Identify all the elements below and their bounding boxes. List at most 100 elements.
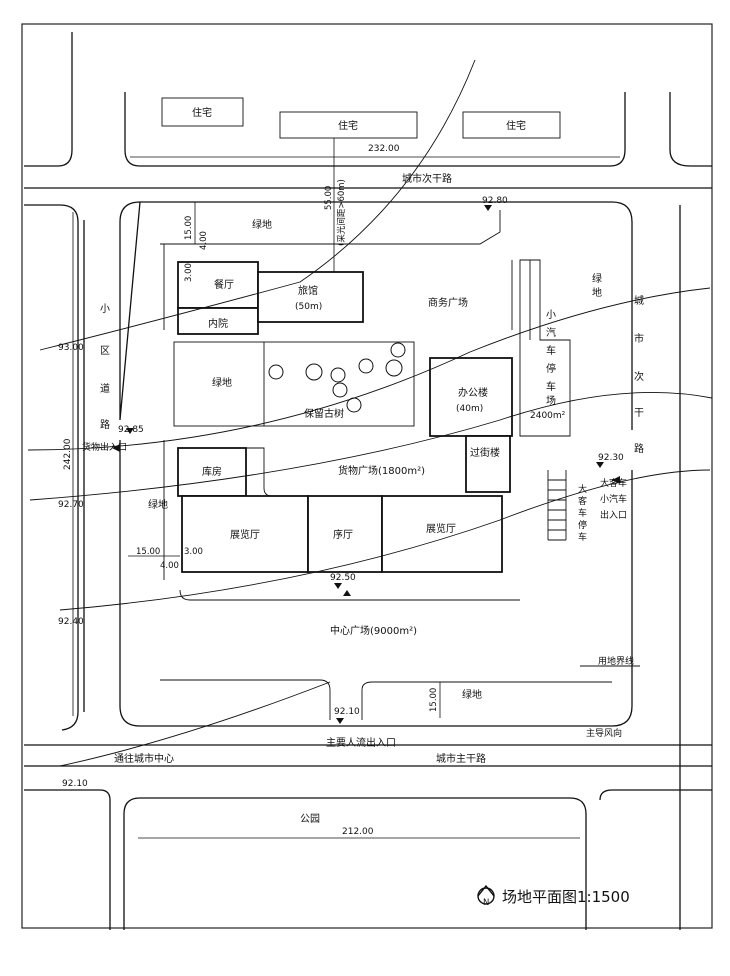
land-boundary-label: 用地界线 <box>598 655 634 667</box>
tree <box>305 363 323 381</box>
dim-15-top-label: 15.00 <box>184 216 194 240</box>
parking-char: 车 <box>546 344 556 357</box>
tree <box>268 364 284 380</box>
elevation-east: 92.30 <box>598 453 624 463</box>
park-label: 公园 <box>300 813 320 825</box>
exhibit-right-label: 展览厅 <box>426 522 456 535</box>
elevation-west-low: 92.40 <box>58 617 84 627</box>
drawing-frame <box>21 23 713 929</box>
residence-label-2: 住宅 <box>338 119 358 132</box>
to-city-center-label: 通往城市中心 <box>114 752 174 765</box>
green-north-label: 绿地 <box>252 218 272 231</box>
elevation-marker <box>336 718 344 724</box>
elevation-marker <box>126 428 134 434</box>
main-entry-label: 主要人流出入口 <box>326 736 396 749</box>
exhibition-hall-left <box>181 495 309 573</box>
contour-line <box>59 681 331 767</box>
tree <box>330 367 346 383</box>
bus-parking-stripes <box>547 470 567 541</box>
exhibition-hall-right <box>381 495 503 573</box>
elevation-markers <box>112 205 620 724</box>
city-road-east-char: 市 <box>634 332 644 345</box>
contour-lines <box>27 59 713 767</box>
residence-label-1: 住宅 <box>192 106 212 119</box>
overpass-building <box>465 435 511 493</box>
entry-arrow <box>112 444 120 452</box>
tree <box>332 382 348 398</box>
elevation-ne: 92.80 <box>482 196 508 206</box>
small-car-parking-label: 小 汽 车 停 车 场 <box>546 309 559 407</box>
park-boundary-outer-left <box>24 789 111 930</box>
bus-car-entry-line: 大客车 <box>600 477 627 489</box>
tree <box>385 359 403 377</box>
bus-parking-char: 停 <box>578 519 587 531</box>
dim-4-left-label: 4.00 <box>160 561 179 571</box>
green-east-char: 绿 <box>592 272 602 285</box>
residence-building-2 <box>279 111 418 139</box>
road-west-edge-left <box>24 204 79 731</box>
overpass-label: 过街楼 <box>470 446 500 459</box>
goods-plaza-label: 货物广场(1800m²) <box>338 464 425 477</box>
dim-15-left-label: 15.00 <box>136 547 160 557</box>
inner-road-north <box>160 210 501 245</box>
city-road-east-char: 次 <box>634 370 644 383</box>
site-boundary <box>119 201 633 727</box>
labels-group: 住宅 住宅 住宅 232.00 城市次干路 92.80 绿地 15.00 4.0… <box>58 106 634 908</box>
community-road-label: 小 区 道 路 <box>100 303 113 431</box>
residence-building-1 <box>161 97 244 127</box>
warehouse-building <box>177 447 247 497</box>
green-east-char: 地 <box>592 286 602 299</box>
bus-car-entry-label: 大客车 小汽车 出入口 <box>600 477 630 521</box>
dim-15-south-label: 15.00 <box>429 688 439 712</box>
inner-road-south <box>179 589 520 601</box>
park-boundary <box>123 797 587 930</box>
city-road-east-label: 城 市 次 干 路 <box>634 295 647 455</box>
bus-parking-char: 客 <box>578 495 587 507</box>
sight-line-label: (采光间距>60m) <box>336 179 347 246</box>
exhibit-left-label: 展览厅 <box>230 528 260 541</box>
hotel-height-label: (50m) <box>295 302 322 312</box>
restaurant-label: 餐厅 <box>214 278 234 291</box>
park-boundary-outer-right <box>599 789 712 801</box>
elevation-west-top: 93.00 <box>58 343 84 353</box>
retained-trees <box>268 342 406 413</box>
office-height-label: (40m) <box>456 404 483 414</box>
warehouse-label: 库房 <box>202 465 222 478</box>
hotel-building <box>257 271 364 323</box>
vertical-labels: 小 汽 车 停 车 场 小 区 道 路 绿 地 大客车 小汽车 出入口 大 客 … <box>100 272 647 543</box>
plan-title: 场地平面图1:1500 <box>502 888 630 906</box>
elevation-west-mid: 92.70 <box>58 500 84 510</box>
office-building <box>429 357 513 437</box>
north-mark-label: N <box>483 898 489 908</box>
green-south-label: 绿地 <box>462 688 482 701</box>
road-edge-north-right <box>669 92 712 167</box>
parking-area-label: 2400m² <box>530 411 566 421</box>
contour-line <box>27 287 711 451</box>
elevation-marker <box>334 583 342 589</box>
bus-parking-char: 大 <box>578 483 587 495</box>
inner-court-label: 内院 <box>208 317 228 330</box>
bus-car-entry-line: 出入口 <box>600 509 627 521</box>
bus-parking-label: 大 客 车 停 车 <box>578 483 590 543</box>
community-char: 路 <box>100 418 110 431</box>
dim-4-top-label: 4.00 <box>199 231 209 250</box>
bus-parking-char: 车 <box>578 531 587 543</box>
dim-55-label: 55.00 <box>324 186 334 210</box>
office-name-label: 办公楼 <box>458 386 488 399</box>
inner-road-east <box>511 260 531 340</box>
parking-outline <box>547 470 567 540</box>
bus-parking-char: 车 <box>578 507 587 519</box>
parking-char: 车 <box>546 380 556 393</box>
dim-3-left-label: 3.00 <box>184 547 203 557</box>
north-arrow-head <box>477 884 495 897</box>
parking-char: 汽 <box>546 326 556 339</box>
green-block-mid <box>173 341 415 427</box>
north-arrow-icon <box>477 884 495 905</box>
dimension-lines <box>72 156 620 839</box>
parking-char: 停 <box>546 362 556 375</box>
elevation-center: 92.50 <box>330 573 356 583</box>
parking-char: 小 <box>546 309 556 321</box>
entry-arrow <box>612 476 620 484</box>
elevation-marker <box>484 205 492 211</box>
